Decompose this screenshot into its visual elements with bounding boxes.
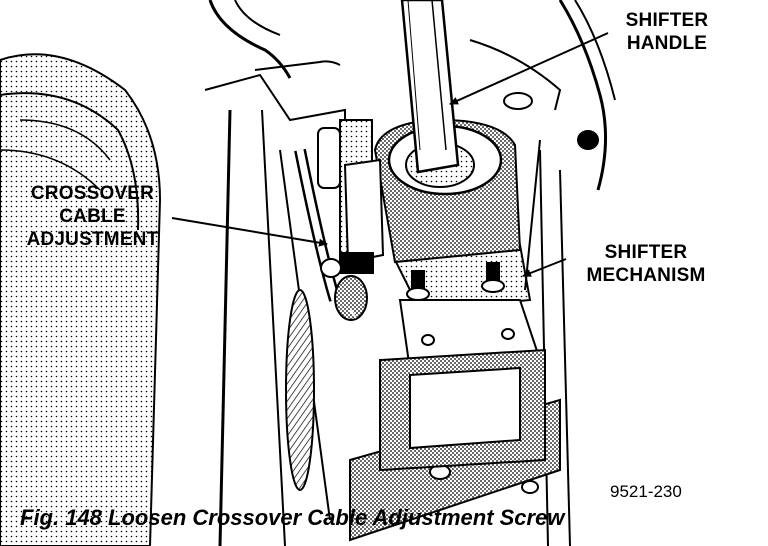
top-left-trim [208,0,341,79]
crossover-adjustment-leader [171,217,328,247]
figure-number: 9521-230 [610,482,682,501]
crossover-cable-adjustment-label: CROSSOVER CABLE ADJUSTMENT [10,182,175,251]
shifter-mechanism-label: SHIFTER MECHANISM [566,241,726,287]
shifter-mechanism-leader [522,258,567,277]
shifter-mechanism [379,139,546,472]
shifter-handle-leader [449,32,609,105]
crossover-cable [294,119,385,302]
right-console-panel [469,0,616,546]
label-line: CROSSOVER [30,183,155,204]
mount-stud [406,270,430,301]
mount-stud [481,262,505,293]
label-line: HANDLE [626,33,708,54]
left-console-panel [0,53,162,546]
label-line: SHIFTER [625,10,709,31]
label-line: SHIFTER [604,242,688,263]
label-line: ADJUSTMENT [26,229,159,250]
label-line: CABLE [59,206,126,227]
shifter-handle [400,0,460,174]
adjustment-screw [320,252,374,321]
figure-caption: Fig. 148 Loosen Crossover Cable Adjustme… [20,505,565,530]
shifter-handle-label: SHIFTER HANDLE [606,9,728,55]
label-line: MECHANISM [586,265,706,286]
